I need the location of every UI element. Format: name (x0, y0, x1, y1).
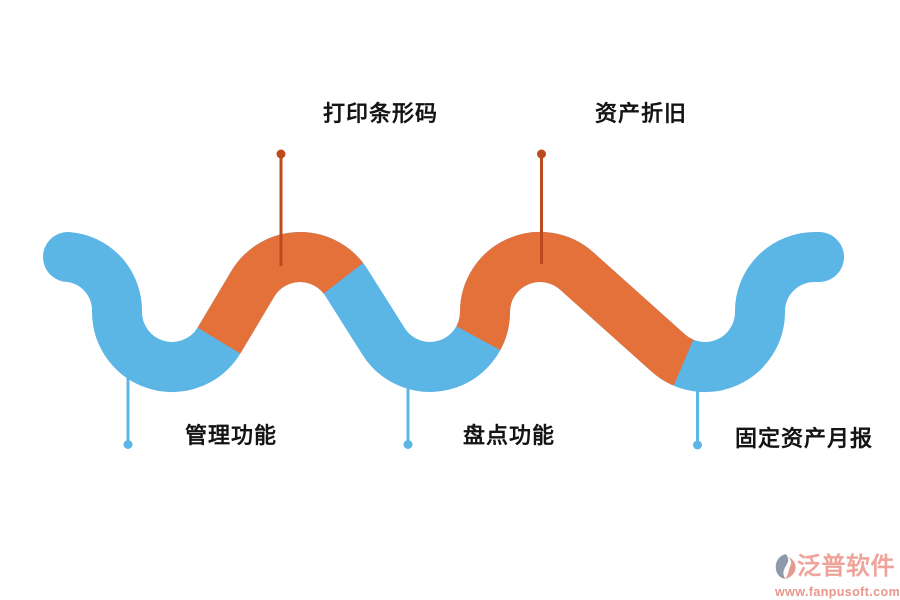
label-management-function: 管理功能 (185, 423, 278, 448)
pin-dot-asset-depreciation (537, 149, 546, 159)
top-callout-pins (276, 149, 546, 266)
brand-name: 泛普软件 (797, 552, 895, 580)
fanpu-logo-gray-crescent (775, 554, 789, 579)
fanpu-logo-pink-swoosh (785, 556, 796, 579)
label-inventory-function: 盘点功能 (463, 423, 556, 448)
pin-dot-print-barcode (276, 149, 286, 159)
brand-url: www.fanpusoft.com (775, 585, 900, 599)
label-fixed-asset-monthly-report: 固定资产月报 (735, 426, 874, 451)
pin-dot-inventory (403, 440, 413, 449)
pin-dot-management (123, 440, 133, 449)
pin-dot-fixed-asset-report (693, 440, 702, 450)
label-asset-depreciation: 资产折旧 (595, 101, 688, 126)
wave-path-blue (43, 232, 844, 392)
fanpu-logo-icon (775, 554, 796, 579)
label-print-barcode: 打印条形码 (323, 101, 439, 126)
brand-watermark: 泛普软件 www.fanpusoft.com (775, 549, 900, 599)
